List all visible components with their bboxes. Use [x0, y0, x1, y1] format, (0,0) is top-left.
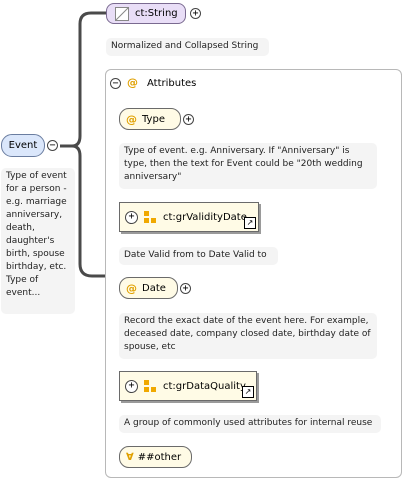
- attributes-header: Attributes: [147, 78, 197, 89]
- validity-date-expand-toggle[interactable]: +: [125, 210, 138, 224]
- data-quality-description: A group of commonly used attributes for …: [119, 415, 381, 433]
- any-attribute-node[interactable]: ∀ ##other: [119, 446, 192, 468]
- date-attribute-node[interactable]: @ Date: [119, 277, 178, 299]
- event-element-label: Event: [8, 140, 38, 151]
- date-attribute-description: Record the exact date of the event here.…: [119, 313, 377, 359]
- type-attribute-node[interactable]: @ Type: [119, 108, 181, 130]
- type-attribute-expand-toggle[interactable]: +: [183, 114, 194, 125]
- attribute-group-icon: [144, 379, 157, 393]
- attributes-container: [105, 69, 402, 478]
- goto-definition-icon[interactable]: ↗: [242, 386, 254, 398]
- goto-definition-icon[interactable]: ↗: [244, 217, 256, 229]
- simple-type-label: ct:String: [135, 8, 178, 19]
- attributes-collapse-toggle[interactable]: −: [110, 78, 121, 89]
- any-attribute-label: ##other: [137, 451, 182, 463]
- validity-date-description: Date Valid from to Date Valid to: [119, 247, 278, 265]
- date-attribute-label: Date: [142, 282, 166, 294]
- data-quality-expand-toggle[interactable]: +: [125, 379, 138, 393]
- simple-type-expand-toggle[interactable]: +: [190, 8, 201, 19]
- data-quality-group-node[interactable]: + ct:grDataQuality ↗: [119, 371, 257, 401]
- event-collapse-toggle[interactable]: −: [47, 140, 58, 151]
- event-description: Type of event for a person - e.g. marria…: [1, 168, 75, 314]
- attribute-group-icon: [144, 210, 157, 224]
- simple-type-description: Normalized and Collapsed String: [106, 38, 269, 56]
- event-element-node[interactable]: Event: [1, 134, 45, 157]
- attribute-at-icon: @: [126, 112, 137, 126]
- validity-date-group-label: ct:grValidityDate: [163, 211, 247, 223]
- simple-type-node[interactable]: ct:String: [106, 3, 186, 24]
- type-attribute-description: Type of event. e.g. Anniversary. If "Ann…: [119, 143, 377, 189]
- any-attribute-icon: ∀: [126, 451, 134, 463]
- date-attribute-expand-toggle[interactable]: +: [180, 283, 191, 294]
- attributes-at-icon: @: [127, 76, 138, 89]
- simple-type-icon: [115, 6, 129, 21]
- type-attribute-label: Type: [142, 113, 165, 125]
- validity-date-group-node[interactable]: + ct:grValidityDate ↗: [119, 202, 259, 232]
- data-quality-group-label: ct:grDataQuality: [163, 380, 246, 392]
- attribute-at-icon: @: [126, 281, 137, 295]
